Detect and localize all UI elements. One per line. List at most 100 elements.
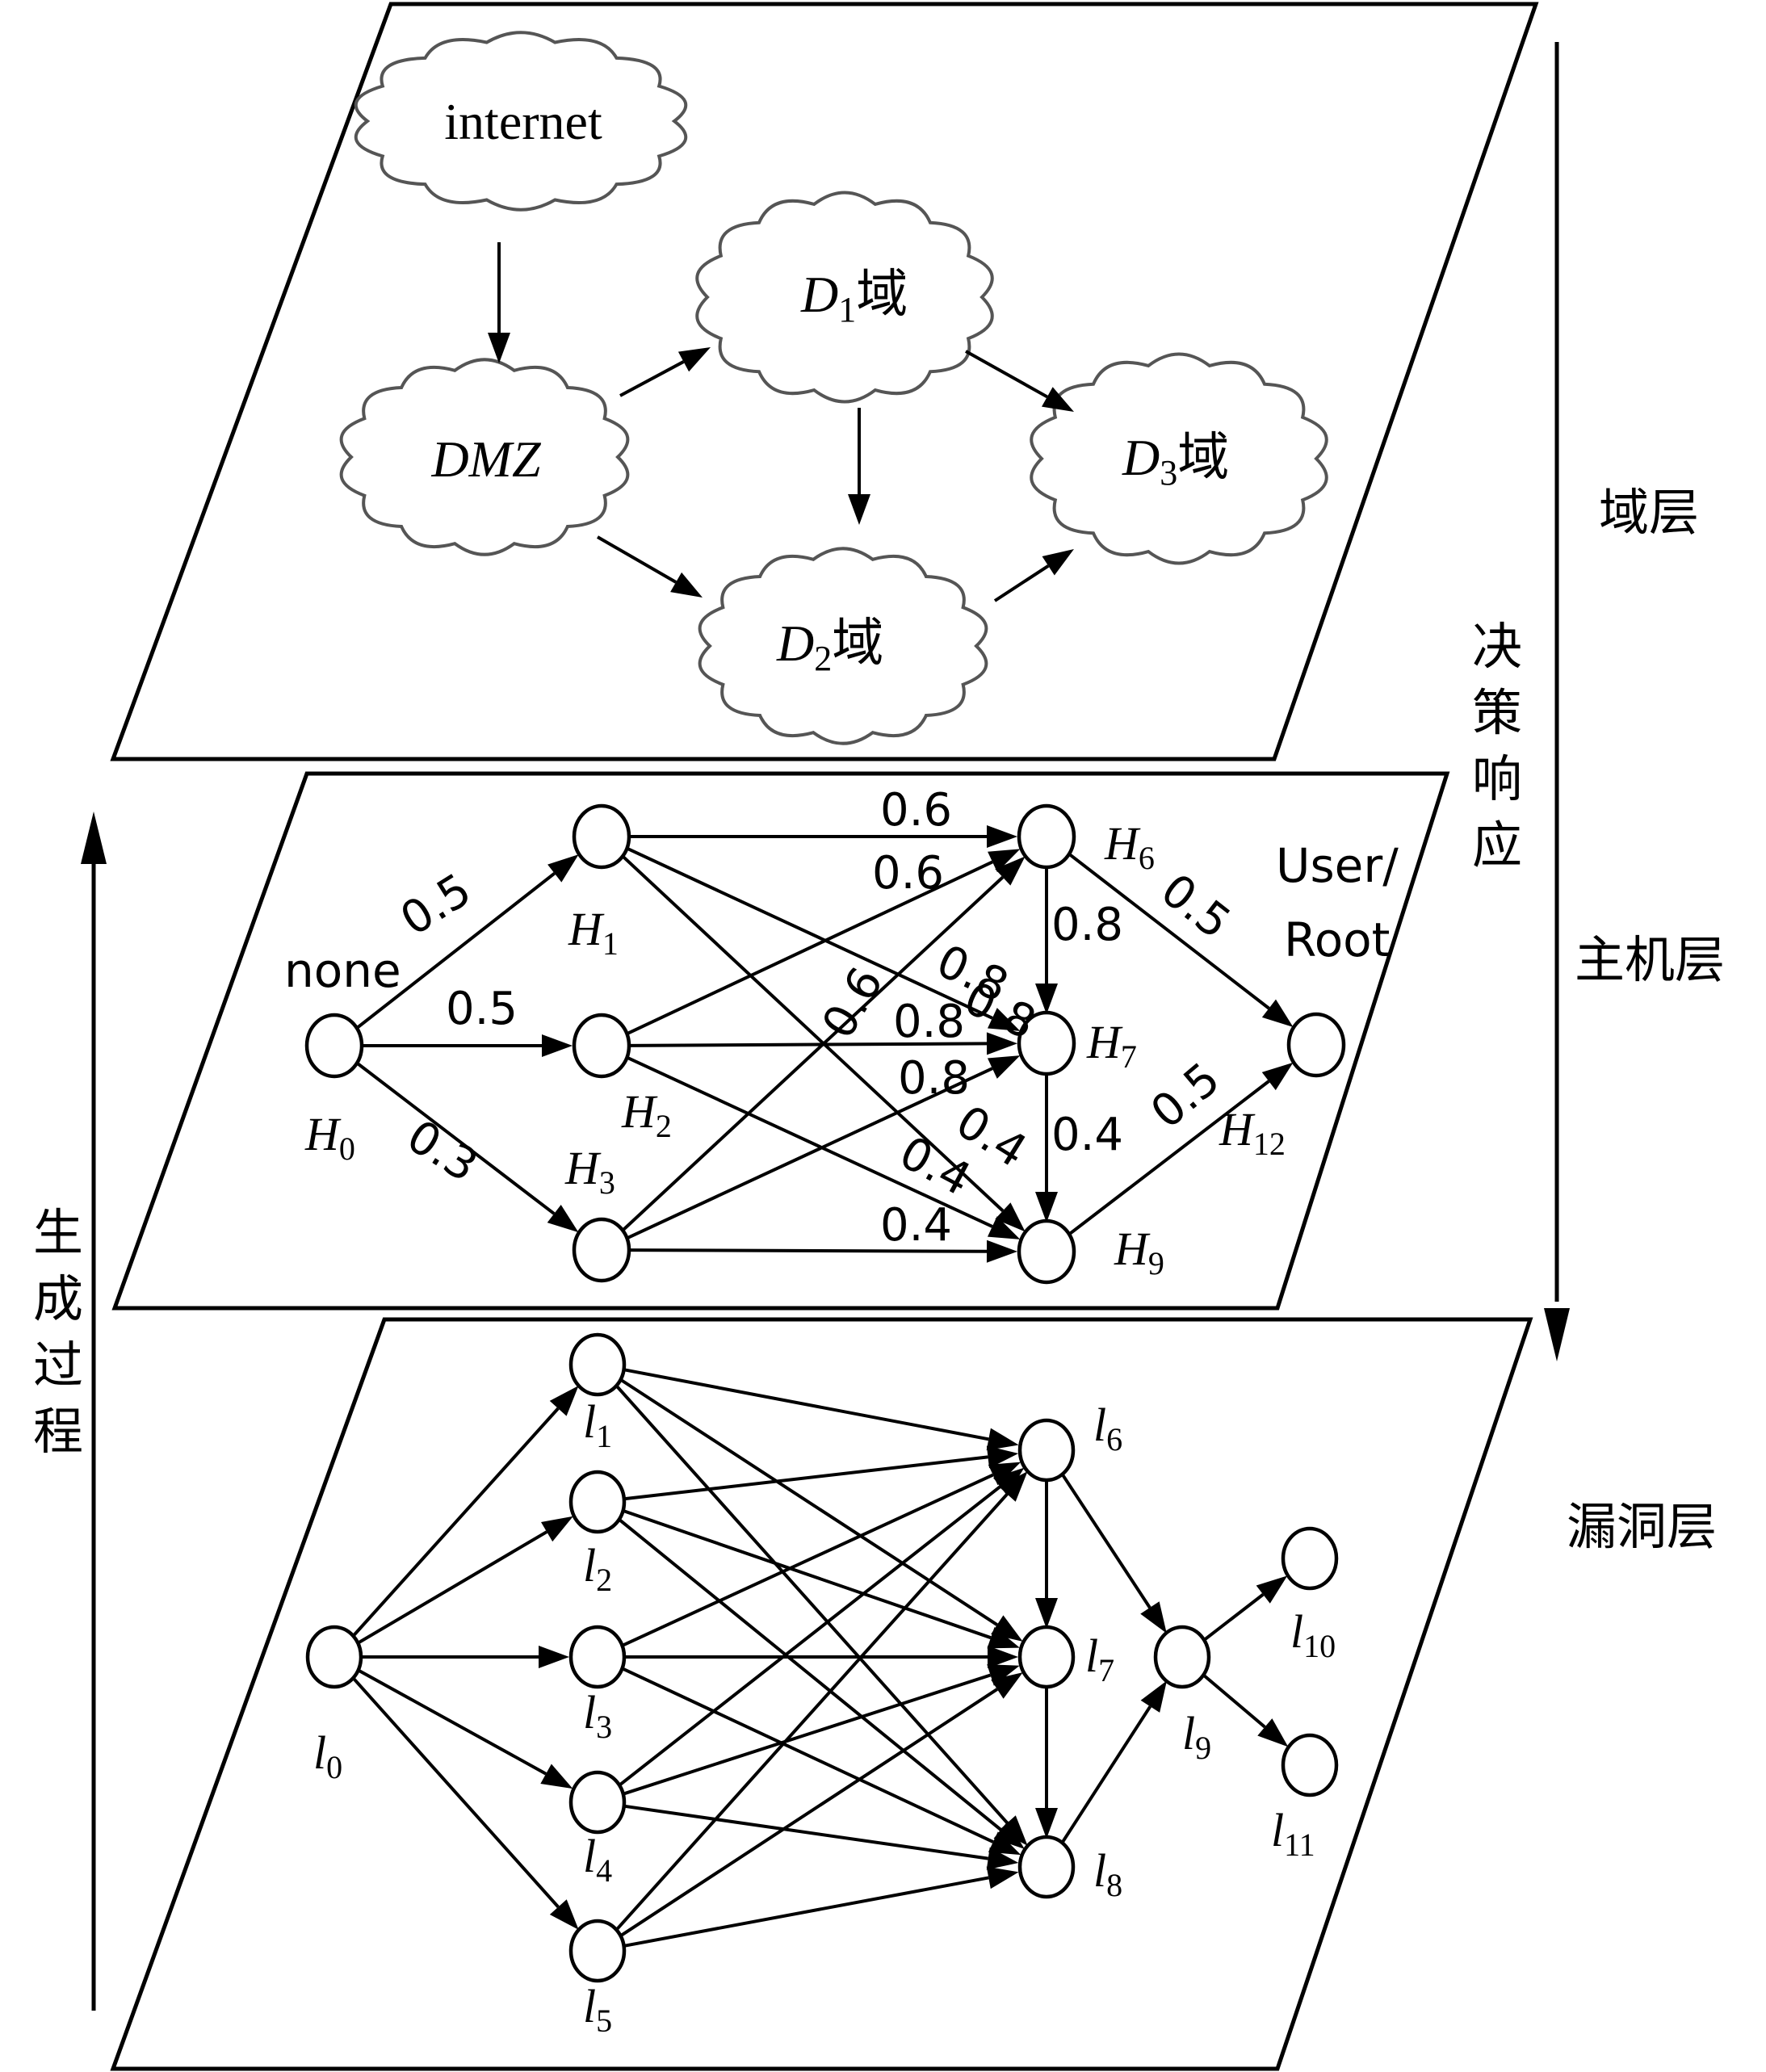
edge-weight-label: 0.4 — [1051, 1109, 1123, 1161]
host-node-H3 — [572, 1217, 631, 1283]
arrow-d2-d3 — [993, 549, 1074, 602]
host-node-label: H12 — [1219, 1103, 1286, 1162]
vuln-layer-plane — [110, 1317, 1533, 2071]
edge-weight-label: 0.5 — [392, 864, 480, 946]
generation-char: 过 — [33, 1336, 83, 1395]
vuln-node-label: l7 — [1085, 1629, 1114, 1688]
edge-l3-l8 — [621, 1667, 1021, 1856]
domain-layer-plane — [110, 2, 1539, 761]
vuln-node-l7 — [1017, 1625, 1076, 1689]
host-node-H2 — [572, 1013, 631, 1079]
edge-l0-l2 — [356, 1516, 573, 1645]
cloud-label-d3: D3域 — [1122, 428, 1229, 493]
vuln-node-label: l1 — [583, 1395, 612, 1454]
vuln-node-l4 — [568, 1770, 627, 1835]
edge-l2-l7 — [622, 1508, 1020, 1649]
host-node-label: H1 — [568, 903, 619, 962]
generation-char: 生 — [33, 1203, 83, 1262]
edge-l5-l8 — [623, 1866, 1019, 1948]
host-node-H6 — [1017, 803, 1076, 870]
edge-H1-H9 — [620, 854, 1026, 1232]
edge-l1-l7 — [619, 1378, 1023, 1642]
edge-l4-l8 — [623, 1804, 1019, 1870]
host-node-H12 — [1286, 1012, 1346, 1078]
vuln-node-l0 — [305, 1625, 363, 1689]
edge-l7-l8 — [1035, 1684, 1058, 1839]
edge-H0-H2 — [362, 1034, 573, 1057]
edge-H6-H7 — [1035, 864, 1058, 1014]
vuln-node-l2 — [568, 1470, 627, 1534]
cloud-d1 — [695, 191, 994, 404]
edge-l3-l7 — [624, 1646, 1018, 1668]
edge-l6-l7 — [1035, 1477, 1058, 1629]
vuln-node-label: l5 — [583, 1980, 612, 2039]
vuln-node-label: l10 — [1290, 1605, 1336, 1664]
generation-process-arrow — [81, 812, 107, 2011]
arrow-d1-d3 — [965, 350, 1074, 412]
cloud-internet — [354, 31, 688, 212]
vuln-node-label: l4 — [583, 1830, 612, 1889]
edge-weight-label: 0.8 — [893, 996, 965, 1048]
edge-weight-label: 0.6 — [880, 784, 952, 837]
generation-char: 程 — [33, 1402, 83, 1461]
vuln-layer-label: 漏洞层 — [1567, 1497, 1717, 1556]
edge-H2-H7 — [628, 1032, 1018, 1055]
cloud-label-dmz: DMZ — [430, 430, 542, 488]
edge-l2-l8 — [617, 1517, 1025, 1849]
decision-response-arrow — [1544, 42, 1570, 1361]
edge-weight-label: 0.4 — [880, 1199, 952, 1252]
vuln-node-label: l6 — [1093, 1399, 1122, 1458]
cloud-d3 — [1030, 352, 1328, 565]
cloud-label-d2: D2域 — [776, 614, 883, 678]
vuln-node-label: l8 — [1093, 1844, 1122, 1903]
vuln-edges — [350, 1368, 1289, 1948]
edge-H6-H12 — [1067, 852, 1294, 1027]
host-node-label: H2 — [621, 1085, 672, 1144]
vuln-node-label: l3 — [583, 1686, 612, 1745]
vuln-node-l8 — [1017, 1835, 1076, 1899]
host-node-H0 — [304, 1013, 364, 1079]
domain-clouds — [339, 31, 1328, 745]
vuln-node-l11 — [1281, 1733, 1339, 1797]
arrow-d1-d2 — [848, 408, 870, 525]
vuln-node-l9 — [1153, 1625, 1211, 1689]
edge-H3-H9 — [628, 1239, 1018, 1263]
decision-char: 决 — [1472, 617, 1522, 676]
edge-H3-H7 — [625, 1055, 1021, 1240]
edge-H1-H7 — [625, 846, 1021, 1031]
host-node-H1 — [572, 803, 631, 870]
edge-H3-H6 — [620, 856, 1026, 1233]
edge-l5-l7 — [619, 1672, 1023, 1938]
cloud-dmz — [339, 358, 630, 556]
vuln-node-l5 — [568, 1919, 627, 1983]
edge-l0-l4 — [356, 1668, 573, 1789]
host-layer-label: 主机层 — [1575, 930, 1725, 989]
edge-l0-l5 — [350, 1676, 579, 1930]
generation-char: 成 — [33, 1269, 83, 1328]
vuln-node-label: l2 — [583, 1539, 612, 1598]
host-node-label: H7 — [1086, 1016, 1137, 1075]
decision-char: 应 — [1472, 816, 1522, 875]
host-nodes — [304, 803, 1346, 1285]
edge-H9-H12 — [1067, 1062, 1294, 1236]
domain-arrows — [488, 242, 1074, 602]
edge-l2-l6 — [623, 1445, 1019, 1501]
edge-l9-l11 — [1201, 1672, 1289, 1747]
edge-weight-label: 0.3 — [398, 1110, 487, 1193]
vuln-node-l6 — [1017, 1418, 1076, 1483]
edge-H7-H9 — [1035, 1071, 1058, 1223]
edge-weight-label: 0.8 — [898, 1052, 970, 1105]
vuln-node-label: l9 — [1182, 1707, 1211, 1766]
edge-weight-label: 0.6 — [812, 958, 894, 1047]
vuln-node-l10 — [1281, 1526, 1339, 1591]
host-node-H7 — [1017, 1010, 1076, 1076]
edge-H0-H3 — [354, 1061, 579, 1233]
edge-H1-H6 — [629, 825, 1017, 848]
vuln-node-label: l11 — [1271, 1804, 1315, 1863]
edge-weight-label: 0.5 — [1151, 864, 1240, 950]
edge-l0-l3 — [361, 1646, 569, 1668]
edge-H2-H6 — [625, 849, 1021, 1036]
cloud-d2 — [698, 547, 988, 745]
edge-weight-label: 0.5 — [446, 983, 518, 1035]
